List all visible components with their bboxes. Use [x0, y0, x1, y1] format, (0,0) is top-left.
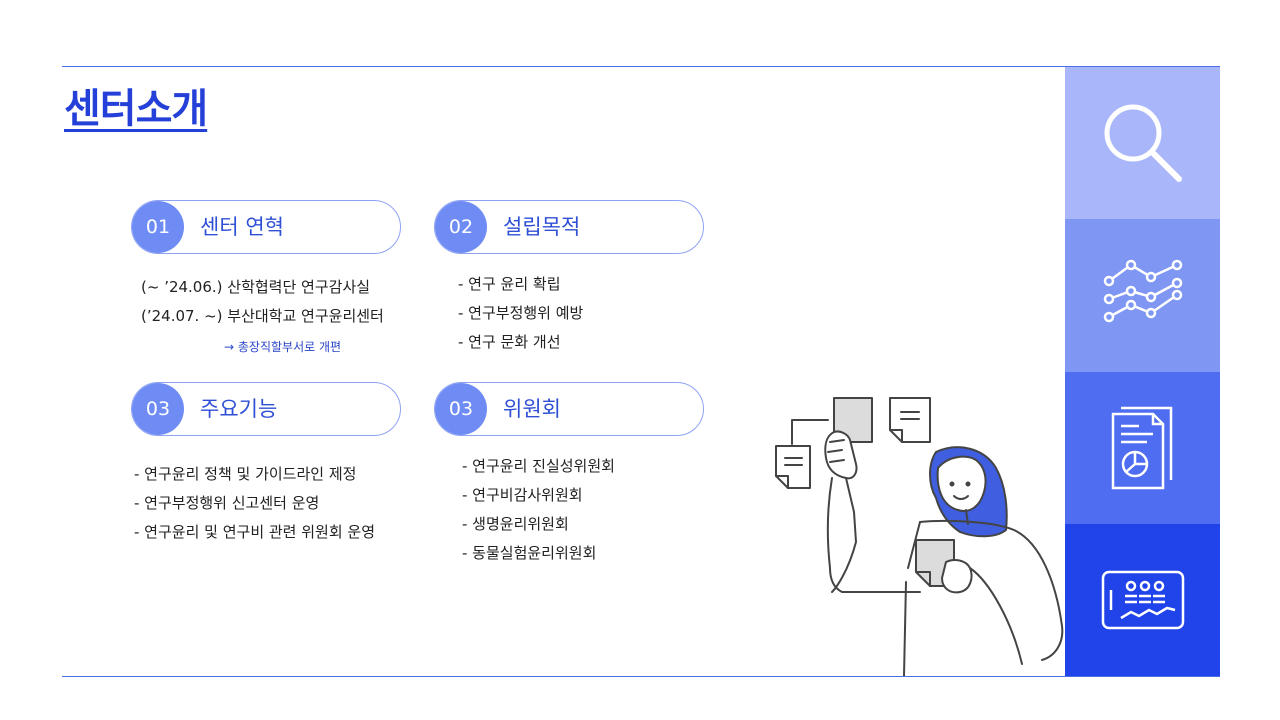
history-list: (~ ’24.06.) 산학협력단 연구감사실 (’24.07. ~) 부산대학… — [141, 273, 384, 331]
report-document-icon — [1111, 406, 1172, 489]
section-title: 위원회 — [503, 397, 561, 421]
list-item: - 연구윤리 정책 및 가이드라인 제정 — [134, 465, 357, 483]
purpose-list: - 연구 윤리 확립 - 연구부정행위 예방 - 연구 문화 개선 — [458, 270, 583, 357]
side-icon-panel — [1065, 67, 1220, 676]
list-item: - 연구 문화 개선 — [458, 333, 561, 351]
list-item: - 연구 윤리 확립 — [458, 275, 561, 293]
line-chart-tile — [1065, 219, 1220, 372]
section-history-header: 01 센터 연혁 — [131, 200, 401, 254]
reorganization-note: → 총장직할부서로 개편 — [224, 340, 342, 354]
list-item: - 연구부정행위 신고센터 운영 — [134, 494, 320, 512]
top-rule — [62, 66, 1220, 67]
line-chart-icon — [1103, 260, 1182, 323]
magnifier-icon — [1104, 104, 1182, 183]
section-title: 주요기능 — [200, 397, 278, 421]
list-item: - 연구부정행위 예방 — [458, 304, 584, 322]
section-purpose-header: 02 설립목적 — [434, 200, 704, 254]
bottom-rule — [62, 676, 1220, 677]
section-number-badge: 02 — [435, 201, 487, 253]
list-item: - 생명윤리위원회 — [462, 515, 569, 533]
section-number-badge: 01 — [132, 201, 184, 253]
dashboard-tablet-icon — [1101, 570, 1184, 630]
functions-list: - 연구윤리 정책 및 가이드라인 제정 - 연구부정행위 신고센터 운영 - … — [134, 460, 375, 547]
section-number-badge: 03 — [132, 383, 184, 435]
section-committee-header: 03 위원회 — [434, 382, 704, 436]
woman-with-sticky-notes-illustration — [775, 397, 1064, 676]
section-title: 설립목적 — [503, 215, 581, 239]
section-title: 센터 연혁 — [200, 215, 284, 239]
dashboard-tablet-tile — [1065, 523, 1220, 676]
page-title: 센터소개 — [64, 86, 208, 132]
list-item: (~ ’24.06.) 산학협력단 연구감사실 — [141, 278, 371, 296]
list-item: - 동물실험윤리위원회 — [462, 544, 597, 562]
magnifier-tile — [1065, 67, 1220, 220]
section-number-badge: 03 — [435, 383, 487, 435]
list-item: - 연구윤리 진실성위원회 — [462, 457, 615, 475]
list-item: - 연구비감사위원회 — [462, 486, 583, 504]
list-item: - 연구윤리 및 연구비 관련 위원회 운영 — [134, 523, 376, 541]
section-functions-header: 03 주요기능 — [131, 382, 401, 436]
report-document-tile — [1065, 371, 1220, 524]
committee-list: - 연구윤리 진실성위원회 - 연구비감사위원회 - 생명윤리위원회 - 동물실… — [462, 452, 615, 568]
list-item: (’24.07. ~) 부산대학교 연구윤리센터 — [141, 307, 384, 325]
